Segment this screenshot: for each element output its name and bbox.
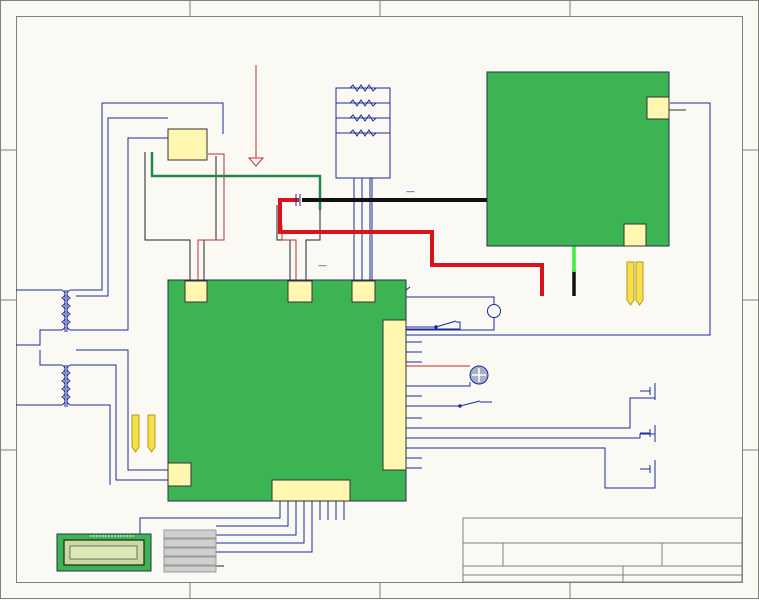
resistor-array [340,84,390,137]
push-button [646,387,651,395]
secondary-board [486,71,686,247]
header-connector-2 [287,280,313,303]
capacitor [295,194,301,206]
switch [458,400,481,408]
main-controller-board [167,279,407,502]
transformer [55,289,76,332]
dash-label-cable: — [406,187,415,197]
lamp [487,304,501,318]
secondary-connector-bottom [623,223,647,247]
sensor-probes-right [626,261,644,306]
corner-connector [167,462,192,487]
dash-label-board: — [318,261,327,271]
sensor-probes-left [131,414,156,453]
title-block [462,517,743,583]
switch [434,320,457,329]
blue-wires [16,87,711,553]
bottom-connector [271,479,351,502]
motor [469,365,489,385]
push-button [646,429,651,437]
side-header-connector [382,319,407,471]
transformer [55,364,76,407]
header-connector-1 [184,280,208,303]
signal-wire-green [150,152,322,210]
secondary-connector-top [646,96,670,120]
push-button [646,465,651,473]
power-cable-red [278,198,544,296]
red-thin-wires [197,65,470,367]
header-connector-3 [351,280,376,303]
lcd-module [56,533,152,572]
ribbon-connector [163,529,217,573]
input-connector [167,128,208,161]
